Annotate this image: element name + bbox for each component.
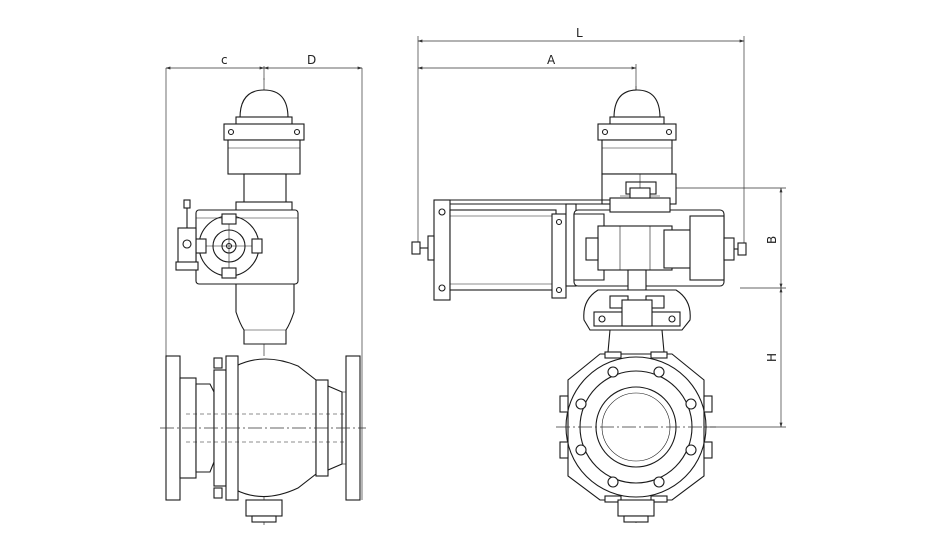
positioner-box — [175, 199, 299, 285]
dimension-a: A — [417, 53, 637, 92]
valve-body-side — [165, 355, 361, 523]
flange-face — [559, 351, 713, 523]
dim-label-c: c — [221, 53, 228, 67]
dim-label-h: H — [765, 353, 779, 362]
dim-label-d: D — [307, 53, 316, 67]
dimension-l: L — [417, 26, 745, 250]
indicator-dome — [223, 89, 305, 175]
indicator-dome-front — [597, 89, 677, 205]
dim-label-b: B — [765, 236, 779, 244]
actuator-cylinder — [411, 199, 614, 301]
dim-label-l: L — [576, 26, 583, 40]
front-view: L A B H — [411, 26, 786, 525]
side-view: c D — [160, 53, 366, 525]
mounting-bracket — [583, 289, 691, 357]
dim-label-a: A — [547, 53, 556, 67]
actuator-housing — [573, 187, 747, 291]
